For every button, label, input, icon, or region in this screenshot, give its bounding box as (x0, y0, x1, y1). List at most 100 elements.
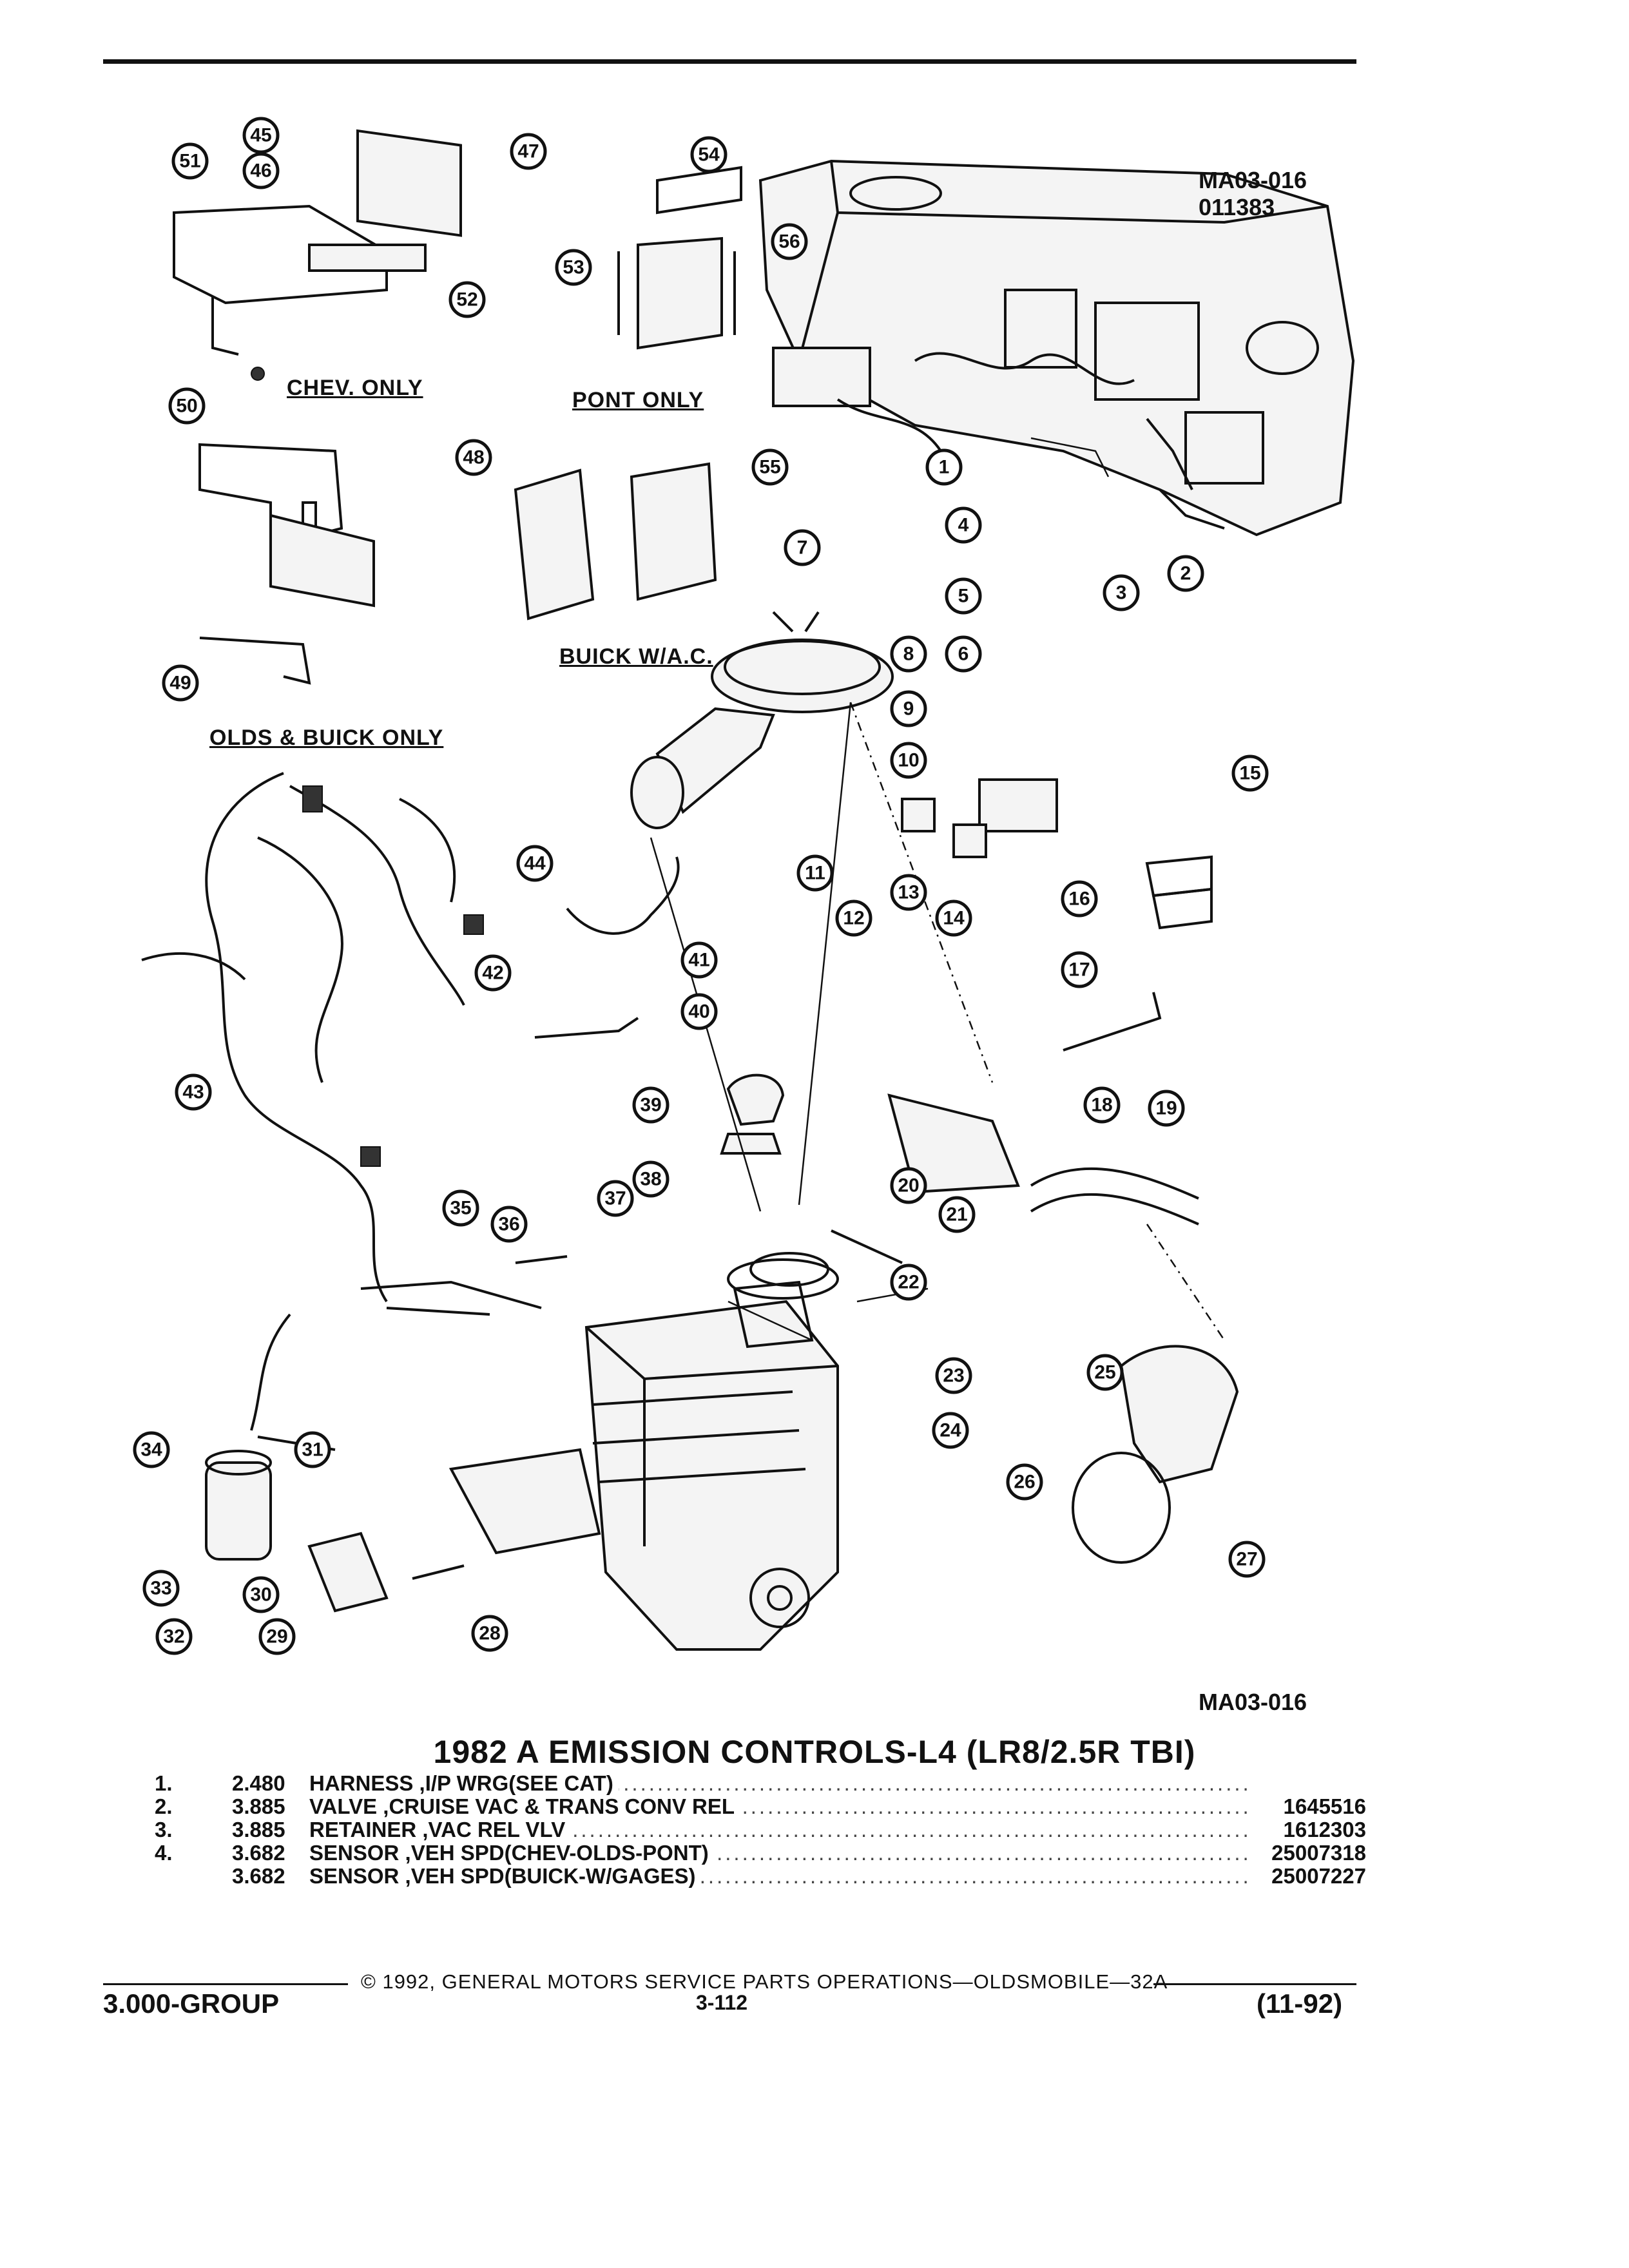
callout-number: 33 (150, 1578, 171, 1599)
callout-number: 28 (479, 1623, 500, 1644)
part-number: 1645516 (1283, 1794, 1366, 1818)
callout-number: 39 (640, 1095, 661, 1116)
callout-number: 4 (958, 515, 969, 536)
relay-13 (901, 798, 936, 832)
footer-rule-right (1153, 1983, 1356, 1985)
callout-circle (242, 117, 280, 154)
callout-number: 26 (1014, 1472, 1035, 1493)
top-rule (103, 59, 1356, 64)
callout-circle (632, 1160, 670, 1198)
callout-circle (680, 993, 718, 1030)
callout-number: 30 (250, 1584, 271, 1606)
callout-circle (516, 845, 554, 882)
callout-circle (1006, 1463, 1043, 1501)
callout-number: 44 (524, 853, 546, 874)
callout-circle (796, 854, 834, 892)
callout-number: 43 (182, 1082, 204, 1103)
part-number (1250, 1772, 1366, 1795)
callout-circle (1103, 574, 1140, 611)
gasket-39 (720, 1133, 782, 1155)
relay-14 (952, 823, 987, 858)
callout-number: 45 (250, 125, 271, 146)
callout-number: 2 (1181, 563, 1191, 584)
group-number: 3.682 (232, 1864, 285, 1888)
callout-circle (1231, 754, 1269, 792)
callout-number: 19 (1155, 1098, 1177, 1119)
callout-circle (474, 954, 512, 992)
callout-circle (155, 1618, 193, 1655)
copyright: © 1992, GENERAL MOTORS SERVICE PARTS OPE… (361, 1970, 1168, 1993)
callout-number: 12 (843, 908, 864, 929)
part-number: 25007318 (1271, 1841, 1366, 1865)
callout-circle (935, 899, 972, 937)
group-number: 2.480 (232, 1771, 285, 1795)
callout-number: 51 (179, 151, 200, 172)
part-number: 1612303 (1283, 1818, 1366, 1841)
item-number: 4. (155, 1841, 173, 1865)
callout-circle (1148, 1090, 1185, 1127)
callout-number: 1 (939, 457, 950, 478)
bracket-16 (1152, 887, 1213, 930)
callout-circle (945, 506, 982, 544)
bracket-30 (412, 1564, 465, 1580)
callout-circle (1086, 1354, 1124, 1391)
callout-circle (890, 874, 927, 911)
wiring-harness-43 (141, 772, 484, 1303)
callout-number: 41 (688, 950, 709, 971)
bracket-9 (978, 778, 1058, 832)
callout-circle (771, 223, 808, 260)
callout-number: 13 (898, 882, 919, 903)
callout-circle (835, 899, 872, 937)
label-chev-only: CHEV. ONLY (287, 376, 423, 400)
ecm-module-olds-buick (198, 443, 717, 685)
callout-number: 50 (176, 396, 197, 417)
solenoid-29 (307, 1532, 389, 1613)
callout-circle (175, 1073, 212, 1111)
hoses-35 (360, 1280, 542, 1316)
callout-number: 31 (302, 1439, 323, 1461)
group-number: 3.885 (232, 1794, 285, 1818)
item-number (155, 1865, 232, 1888)
parts-row: 3.3.885.................................… (155, 1818, 1366, 1841)
callout-circle (932, 1412, 969, 1449)
callout-number: 9 (903, 698, 914, 720)
callout-number: 27 (1236, 1549, 1257, 1570)
callout-number: 46 (250, 160, 271, 182)
callout-number: 22 (898, 1272, 919, 1293)
callout-circle (690, 136, 728, 173)
group-code: 3.000-GROUP (103, 1988, 280, 2019)
callout-number: 54 (698, 144, 720, 166)
callout-circle (168, 387, 206, 425)
heat-stove-18 (887, 1093, 1020, 1194)
callout-number: 8 (903, 644, 914, 665)
callout-circle (1228, 1541, 1266, 1578)
air-cleaner-drawing (630, 611, 894, 829)
callout-circle (448, 281, 486, 318)
label-buick-wac: BUICK W/A.C. (559, 644, 713, 669)
part-description: ........................................… (309, 1772, 1250, 1795)
pipe-31-upper (534, 1017, 639, 1039)
gasket-22 (749, 1252, 829, 1287)
label-olds-buick-only: OLDS & BUICK ONLY (209, 726, 444, 750)
callout-circle (142, 1570, 180, 1607)
instrument-panel-drawing (758, 159, 1355, 537)
callout-circle (945, 577, 982, 615)
callout-number: 37 (604, 1188, 626, 1209)
callout-number: 29 (266, 1626, 287, 1648)
callout-circle (890, 1167, 927, 1204)
callout-circle (935, 1357, 972, 1394)
callout-circle (890, 1264, 927, 1301)
parts-row: 3.682...................................… (155, 1865, 1366, 1888)
callout-circle (890, 690, 927, 727)
callout-circle (455, 439, 492, 476)
item-number: 2. (155, 1794, 173, 1818)
item-number: 3. (155, 1818, 173, 1841)
callout-number: 3 (1116, 582, 1127, 604)
callout-number: 53 (563, 257, 584, 278)
callout-number: 40 (688, 1001, 709, 1023)
callout-circle (294, 1431, 331, 1468)
callout-circle (133, 1431, 170, 1468)
ecm-module-pont (617, 166, 742, 350)
callout-number: 56 (778, 231, 800, 253)
